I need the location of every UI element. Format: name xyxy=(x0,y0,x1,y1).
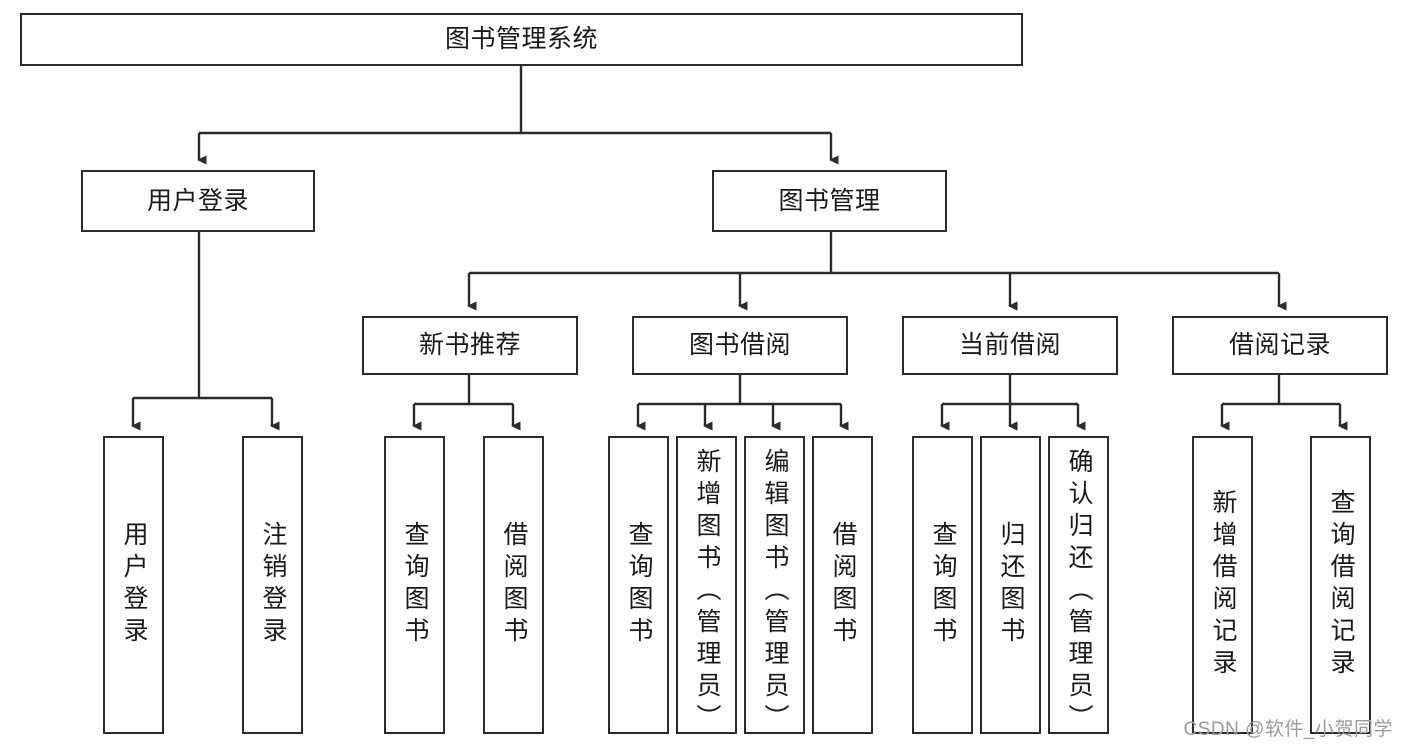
node-leaf-edit-book[interactable]: 编辑图书（管理员） xyxy=(744,436,805,736)
node-current-borrow[interactable]: 当前借阅 xyxy=(902,316,1118,375)
node-leaf-return-book[interactable]: 归还图书 xyxy=(980,436,1041,734)
node-label: 查询图书 xyxy=(401,521,429,649)
node-leaf-query-book-3[interactable]: 查询图书 xyxy=(912,436,973,734)
node-label: 图书借阅 xyxy=(688,331,791,360)
node-leaf-query-book-1[interactable]: 查询图书 xyxy=(384,436,445,734)
node-user-login[interactable]: 用户登录 xyxy=(81,170,315,232)
node-leaf-add-book[interactable]: 新增图书（管理员） xyxy=(676,436,737,736)
node-leaf-borrow-book-1[interactable]: 借阅图书 xyxy=(483,436,544,734)
node-label: 确认归还（管理员） xyxy=(1065,448,1093,736)
node-label: 新增借阅记录 xyxy=(1209,489,1237,681)
node-root-system[interactable]: 图书管理系统 xyxy=(20,13,1023,66)
node-leaf-query-book-2[interactable]: 查询图书 xyxy=(608,436,669,734)
node-label: 查询图书 xyxy=(625,521,653,649)
node-label: 新增图书（管理员） xyxy=(693,448,721,736)
node-new-book-recommend[interactable]: 新书推荐 xyxy=(362,316,578,375)
node-label: 注销登录 xyxy=(259,521,287,649)
node-leaf-user-login[interactable]: 用户登录 xyxy=(103,436,164,734)
node-leaf-add-record[interactable]: 新增借阅记录 xyxy=(1192,436,1253,734)
node-label: 用户登录 xyxy=(146,186,249,215)
node-book-manage[interactable]: 图书管理 xyxy=(712,170,947,232)
node-leaf-borrow-book-2[interactable]: 借阅图书 xyxy=(812,436,873,734)
node-label: 编辑图书（管理员） xyxy=(761,448,789,736)
node-label: 借阅图书 xyxy=(500,521,528,649)
node-label: 图书管理系统 xyxy=(444,25,598,54)
node-leaf-logout[interactable]: 注销登录 xyxy=(242,436,303,734)
node-leaf-confirm-return[interactable]: 确认归还（管理员） xyxy=(1048,436,1109,736)
node-leaf-query-record[interactable]: 查询借阅记录 xyxy=(1310,436,1371,734)
node-label: 新书推荐 xyxy=(418,331,521,360)
node-label: 查询图书 xyxy=(929,521,957,649)
node-label: 图书管理 xyxy=(778,186,881,215)
node-book-borrow[interactable]: 图书借阅 xyxy=(632,316,848,375)
node-label: 借阅图书 xyxy=(829,521,857,649)
node-label: 借阅记录 xyxy=(1228,331,1331,360)
node-borrow-record[interactable]: 借阅记录 xyxy=(1172,316,1388,375)
csdn-watermark: CSDN @软件_小贺同学 xyxy=(1183,719,1393,740)
node-label: 查询借阅记录 xyxy=(1327,489,1355,681)
node-label: 用户登录 xyxy=(120,521,148,649)
node-label: 归还图书 xyxy=(997,521,1025,649)
node-label: 当前借阅 xyxy=(958,331,1061,360)
